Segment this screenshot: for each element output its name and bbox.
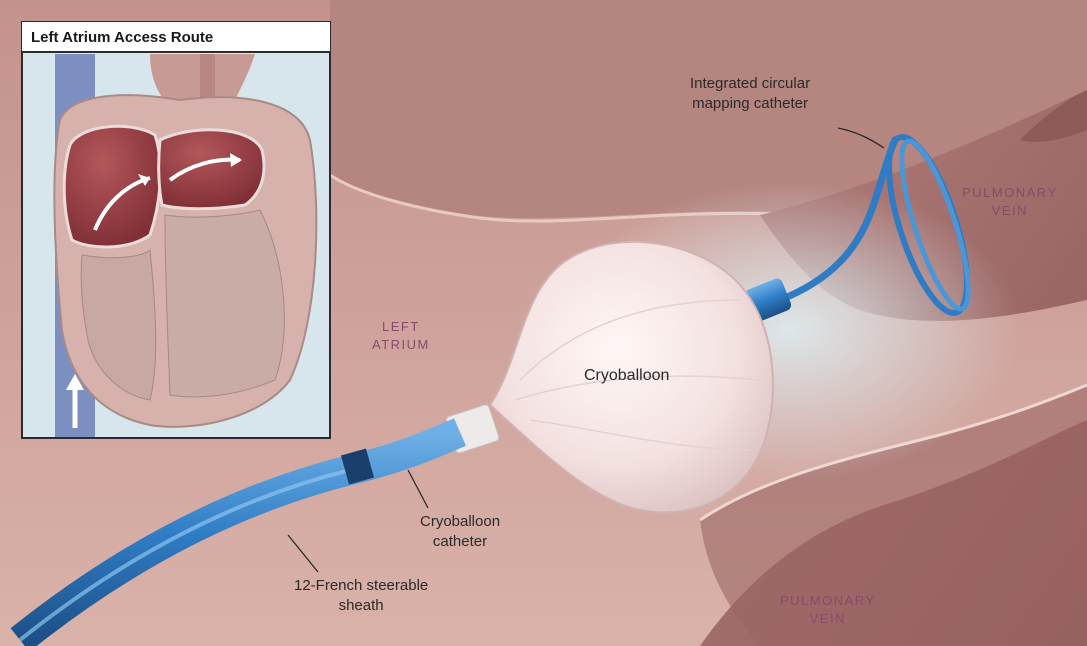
inset-title: Left Atrium Access Route bbox=[22, 22, 330, 53]
label-steerable-sheath: 12-French steerable sheath bbox=[294, 576, 428, 616]
inset-right-atrium bbox=[64, 126, 160, 247]
label-cryoballoon-catheter: Cryoballoon catheter bbox=[420, 512, 500, 552]
sheath-tip-ring bbox=[345, 463, 370, 470]
label-mapping-catheter: Integrated circular mapping catheter bbox=[690, 74, 810, 114]
region-left-atrium: LEFT ATRIUM bbox=[372, 318, 430, 354]
inset-panel bbox=[22, 22, 330, 438]
inset-left-ventricle bbox=[165, 210, 284, 397]
region-pulmonary-vein-lower: PULMONARY VEIN bbox=[780, 592, 876, 628]
label-cryoballoon: Cryoballoon bbox=[584, 366, 669, 386]
region-pulmonary-vein-upper: PULMONARY VEIN bbox=[962, 184, 1058, 220]
inset-left-atrium bbox=[159, 130, 264, 209]
